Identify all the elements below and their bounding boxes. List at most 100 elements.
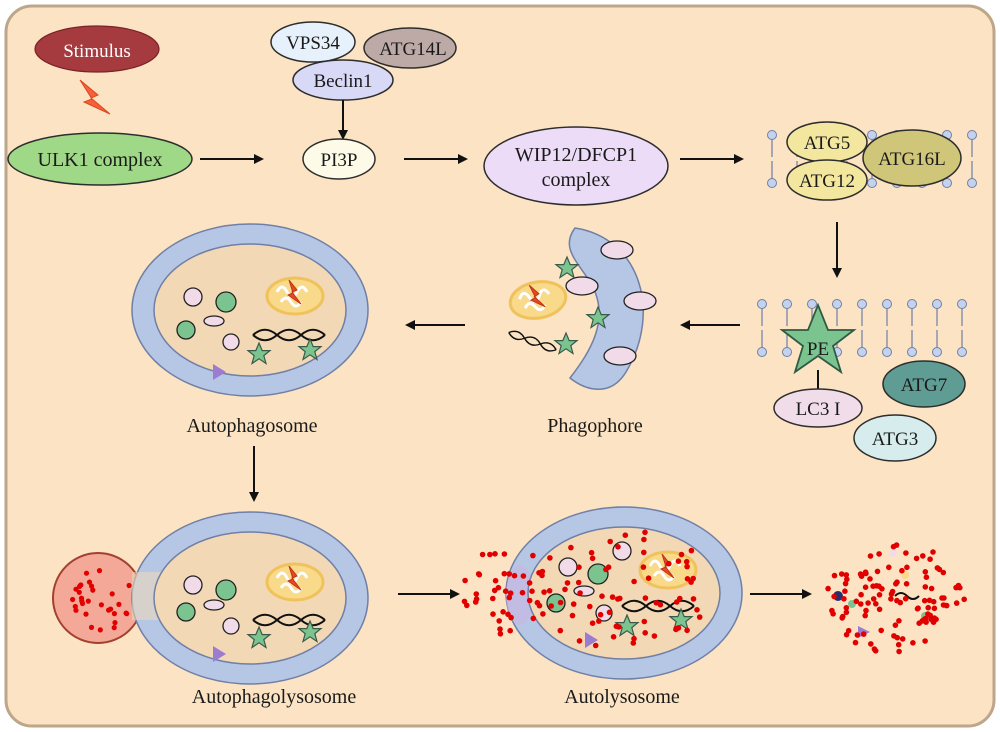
hydrolase-dot	[939, 595, 945, 601]
hydrolase-dot	[492, 577, 499, 584]
hydrolase-dot	[860, 631, 867, 637]
hydrolase-dot	[886, 564, 892, 571]
hydrolase-dot	[520, 573, 527, 579]
hydrolase-dot	[675, 558, 682, 564]
hydrolase-dot	[547, 555, 553, 561]
hydrolase-dot	[831, 593, 837, 600]
hydrolase-dot	[506, 571, 512, 577]
hydrolase-dot	[922, 638, 928, 644]
hydrolase-dot	[124, 611, 130, 617]
hydrolase-dot	[895, 641, 902, 648]
hydrolase-dot	[902, 595, 909, 602]
hydrolase-dot	[490, 611, 496, 617]
hydrolase-dot	[497, 626, 503, 632]
hydrolase-dot	[888, 596, 894, 602]
hydrolase-dot	[839, 615, 845, 621]
hydrolase-dot	[842, 580, 849, 587]
hydrolase-dot	[862, 584, 869, 590]
hydrolase-dot	[592, 642, 599, 649]
hydrolase-dot	[501, 570, 508, 577]
hydrolase-dot	[673, 625, 679, 632]
atg14l-label: ATG14L	[379, 39, 447, 60]
hydrolase-dot	[874, 568, 881, 575]
hydrolase-dot	[78, 582, 84, 588]
hydrolase-dot	[490, 595, 496, 602]
hydrolase-dot	[568, 544, 574, 551]
hydrolase-dot	[597, 611, 604, 618]
hydrolase-dot	[892, 622, 899, 628]
hydrolase-dot	[867, 576, 873, 582]
hydrolase-dot	[838, 571, 845, 577]
hydrolase-dot	[83, 570, 90, 576]
hydrolase-dot	[462, 577, 468, 584]
ulk1-complex-node: ULK1 complex	[7, 132, 193, 186]
atg3-label: ATG3	[872, 429, 918, 450]
beclin1-node: Beclin1	[292, 59, 394, 101]
hydrolase-dot	[641, 536, 647, 543]
hydrolase-dot	[507, 590, 514, 596]
hydrolase-dot	[569, 612, 576, 619]
hydrolase-dot	[934, 565, 941, 571]
hydrolase-dot	[83, 611, 89, 617]
lc3-node: LC3 I	[773, 388, 863, 428]
autophagosome-label: Autophagosome	[186, 415, 317, 437]
hydrolase-dot	[899, 567, 905, 574]
hydrolase-dot	[868, 641, 874, 647]
hydrolase-dot	[876, 551, 882, 557]
hydrolase-dot	[842, 588, 848, 594]
hydrolase-dot	[852, 639, 859, 646]
hydrolase-dot	[562, 586, 568, 593]
hydrolase-dot	[86, 579, 93, 585]
hydrolase-dot	[473, 591, 480, 597]
hydrolase-dot	[696, 614, 703, 620]
hydrolase-dot	[492, 551, 498, 557]
hydrolase-dot	[873, 601, 879, 607]
hydrolase-dot	[496, 618, 503, 624]
hydrolase-dot	[904, 564, 910, 571]
hydrolase-dot	[536, 570, 542, 576]
hydrolase-dot	[666, 560, 672, 567]
hydrolase-dot	[570, 601, 577, 607]
hydrolase-dot	[872, 648, 879, 654]
hydrolase-dot	[541, 589, 547, 595]
hydrolase-dot	[865, 600, 871, 606]
hydrolase-dot	[690, 596, 697, 602]
hydrolase-dot	[641, 618, 648, 625]
hydrolase-dot	[930, 549, 936, 555]
hydrolase-dot	[500, 609, 506, 615]
atg16l-node: ATG16L	[862, 129, 962, 187]
hydrolase-dot	[831, 572, 838, 579]
hydrolase-dot	[684, 627, 690, 634]
autophagolysosome-label: Autophagolysosome	[192, 686, 357, 708]
hydrolase-dot	[89, 583, 95, 589]
atg12-label: ATG12	[799, 171, 855, 192]
hydrolase-dot	[683, 558, 690, 565]
hydrolase-dot	[70, 596, 76, 603]
hydrolase-dot	[111, 611, 117, 617]
hydrolase-dot	[529, 588, 535, 594]
autophagolysosome	[131, 511, 369, 685]
hydrolase-dot	[615, 544, 621, 550]
hydrolase-dot	[96, 568, 103, 574]
pe-label: PE	[807, 339, 829, 360]
atg7-node: ATG7	[882, 360, 966, 408]
hydrolase-dot	[79, 598, 85, 604]
hydrolase-dot	[576, 564, 582, 570]
stimulus-node: Stimulus	[34, 25, 160, 73]
hydrolase-dot	[928, 585, 935, 592]
hydrolase-dot	[631, 578, 637, 585]
hydrolase-dot	[915, 605, 921, 611]
hydrolase-dot	[526, 597, 533, 604]
hydrolase-dot	[688, 547, 695, 554]
hydrolase-dot	[613, 623, 620, 630]
hydrolase-dot	[843, 609, 850, 616]
hydrolase-dot	[825, 585, 831, 592]
hydrolase-dot	[497, 631, 504, 637]
hydrolase-dot	[853, 598, 860, 605]
hydrolase-dot	[694, 607, 700, 613]
hydrolase-dot	[473, 596, 480, 602]
hydrolase-dot	[903, 550, 909, 556]
phagophore	[505, 227, 657, 390]
hydrolase-dot	[111, 625, 117, 631]
atg3-node: ATG3	[853, 414, 937, 462]
